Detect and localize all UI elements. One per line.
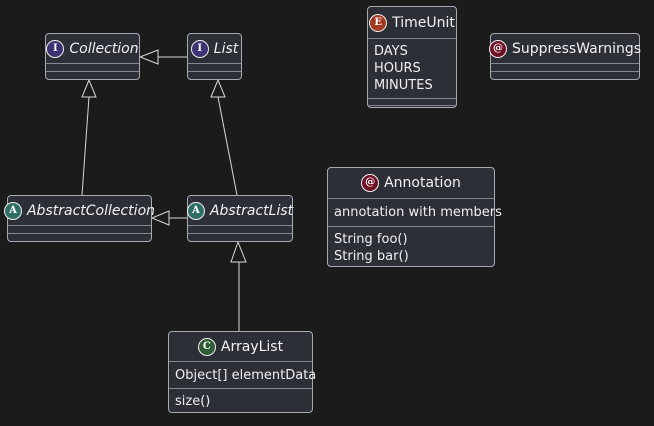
method: String bar() (334, 249, 409, 264)
node-title: I Collection (46, 34, 139, 63)
fields-compartment: Object[] elementData (169, 361, 317, 388)
annotation-icon: @ (488, 39, 507, 58)
node-title: E TimeUnit (368, 7, 456, 38)
empty-methods-compartment (368, 105, 456, 111)
class-name: SuppressWarnings (511, 40, 642, 57)
edge-list-extends-collection (138, 49, 187, 65)
class-icon: C (197, 337, 216, 356)
abstract-class-icon: A (3, 201, 22, 220)
node-title: A AbstractList (186, 196, 294, 225)
class-name: ArrayList (220, 338, 284, 355)
empty-fields-compartment (8, 225, 151, 233)
empty-fields-compartment (368, 98, 456, 105)
edge-arraylist-extends-abstractlist (230, 240, 247, 331)
annotation-icon-letter: @ (492, 42, 503, 54)
abstract-class-icon-letter: A (191, 204, 200, 216)
uml-node-list: I List (187, 33, 242, 80)
empty-methods-compartment (8, 233, 151, 241)
uml-node-timeunit: E TimeUnit DAYS HOURS MINUTES (367, 6, 457, 108)
annotation-note-compartment: annotation with members (328, 198, 502, 226)
uml-node-abstractlist: A AbstractList (186, 195, 294, 242)
abstract-class-icon: A (186, 201, 205, 220)
empty-methods-compartment (188, 233, 292, 241)
methods-compartment: size() (169, 388, 312, 414)
annotation-icon-letter: @ (365, 177, 376, 188)
empty-methods-compartment (46, 71, 139, 79)
edge-abstractlist-extends-abstractcollection (150, 210, 187, 226)
field: Object[] elementData (175, 368, 317, 383)
method: String foo() (334, 232, 408, 247)
abstract-class-icon-letter: A (9, 204, 17, 216)
empty-methods-compartment (491, 71, 639, 79)
interface-icon-letter: I (197, 42, 203, 54)
class-name: AbstractCollection (26, 202, 156, 219)
uml-node-arraylist: C ArrayList Object[] elementData size() (168, 331, 317, 414)
node-title: A AbstractCollection (3, 196, 155, 225)
edge-abstractlist-implements-list (210, 78, 238, 196)
empty-fields-compartment (188, 63, 241, 71)
annotation-note: annotation with members (334, 205, 502, 220)
uml-node-collection: I Collection (45, 33, 140, 80)
uml-node-abstractcollection: A AbstractCollection (3, 195, 155, 242)
method: size() (175, 394, 211, 409)
enum-icon-letter: E (374, 16, 382, 28)
interface-icon: I (190, 39, 209, 58)
interface-icon-letter: I (53, 42, 58, 54)
enum-value: HOURS (374, 61, 421, 76)
empty-methods-compartment (188, 71, 241, 79)
annotation-icon: @ (361, 174, 380, 192)
node-title: @ Annotation (328, 168, 494, 198)
class-name: TimeUnit (392, 14, 455, 31)
class-name: List (213, 40, 239, 57)
empty-fields-compartment (188, 225, 292, 233)
enum-values-compartment: DAYS HOURS MINUTES (368, 38, 456, 98)
enum-value: MINUTES (374, 78, 433, 93)
class-icon-letter: C (202, 340, 211, 352)
uml-node-suppresswarnings: @ SuppressWarnings (488, 33, 642, 80)
class-name: Annotation (384, 175, 461, 191)
class-name: AbstractList (209, 202, 294, 219)
node-title: C ArrayList (169, 332, 312, 361)
interface-icon: I (46, 39, 65, 58)
enum-value: DAYS (374, 44, 408, 59)
uml-node-annotation: @ Annotation annotation with members Str… (327, 167, 502, 269)
empty-fields-compartment (46, 63, 139, 71)
node-title: @ SuppressWarnings (488, 34, 642, 63)
edge-abstractcollection-implements-collection (81, 78, 97, 196)
class-name: Collection (69, 40, 139, 57)
node-title: I List (188, 34, 241, 63)
empty-fields-compartment (491, 63, 639, 71)
methods-compartment: String foo() String bar() (328, 226, 494, 269)
enum-icon: E (369, 13, 388, 32)
